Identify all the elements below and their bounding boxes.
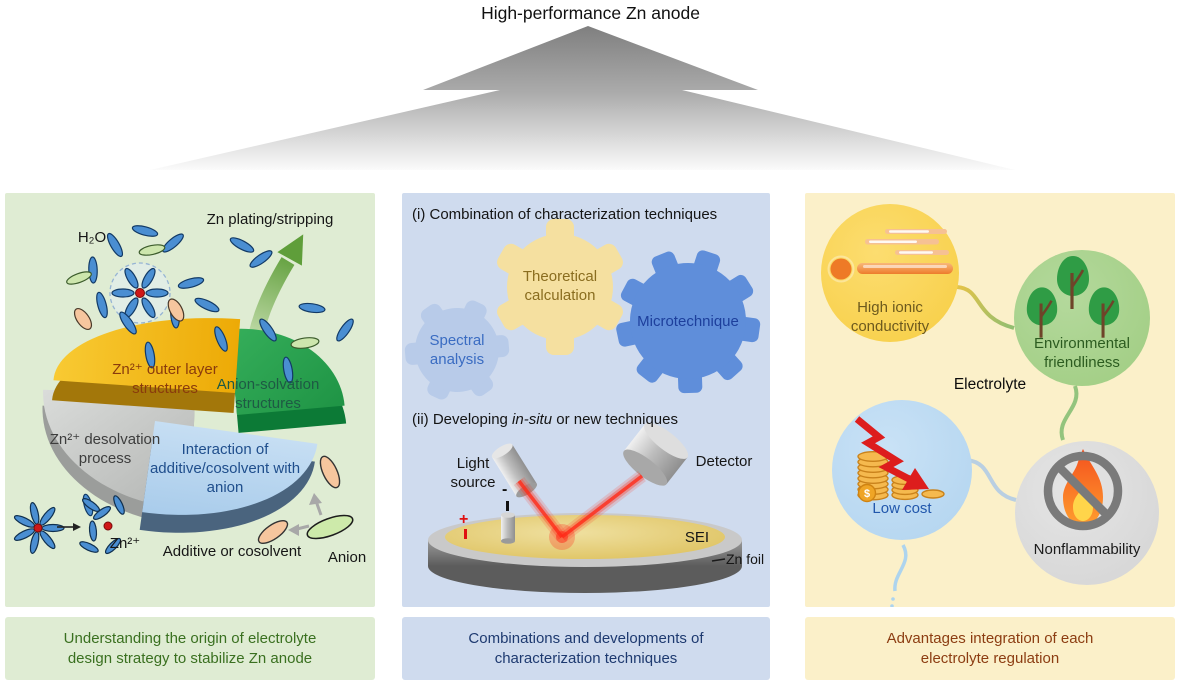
panel-characterization: (i) Combination of characterization tech… [402, 193, 770, 607]
cost-down-arrow-icon [854, 416, 929, 490]
electrolyte-design-graphic [13, 225, 354, 555]
caption-characterization: Combinations and developments of charact… [402, 617, 770, 680]
heading-developing: (ii) Developing in-situ or new technique… [412, 411, 762, 428]
plating-stripping-label: Zn plating/stripping [206, 211, 334, 228]
minus-terminal-label: - [502, 481, 508, 498]
wedge-outer-layer-label: Zn²⁺ outer layer structures [112, 361, 218, 397]
environmental-label: Environmental friendliness [1034, 335, 1130, 371]
gear-spectral-icon [404, 300, 510, 400]
wedge-anion-solvation-label: Anion-solvation structures [216, 376, 320, 412]
wedge-interaction-label: Interaction of additive/cosolvent with a… [149, 441, 301, 496]
caption-electrolyte-design: Understanding the origin of electrolyte … [5, 617, 375, 680]
advantages-graphic: $ [821, 204, 1159, 607]
zn-foil-label: Zn foil [726, 551, 765, 567]
zn-solvation-shell-icon [109, 262, 171, 324]
additive-cosolvent-label: Additive or cosolvent [162, 543, 302, 560]
heading-developing-insitu: in-situ [512, 411, 553, 428]
low-cost-label: Low cost [872, 500, 932, 517]
nonflammability-label: Nonflammability [1033, 541, 1141, 558]
desolvation-cluster-icon [13, 495, 125, 555]
detector-label: Detector [695, 453, 753, 470]
solvent-molecules [66, 225, 354, 517]
laser-beam-icon [513, 470, 646, 550]
detector-icon [623, 422, 689, 486]
panel-advantages: $ High ionic conductivit [805, 193, 1175, 607]
bubble-environmental [1014, 250, 1150, 386]
caption-advantages: Advantages integration of each electroly… [805, 617, 1175, 680]
no-flame-icon [1043, 449, 1123, 531]
wedge-desolvation-label: Zn²⁺ desolvation process [49, 431, 161, 467]
figure-title: High-performance Zn anode [481, 3, 700, 23]
anion-additive-icon [257, 455, 354, 545]
dollar-sign-label: $ [864, 488, 870, 500]
bubble-low-cost: $ [832, 400, 972, 540]
plus-terminal-label: + [459, 511, 469, 528]
bubble-connectors [890, 285, 1079, 607]
h2o-label: H₂O [77, 229, 107, 246]
bubble-nonflammability [1015, 441, 1159, 585]
high-ionic-label: High ionic conductivity [850, 299, 930, 335]
pie-wedge-outer-layer [52, 318, 241, 413]
heading-developing-suffix: or new techniques [552, 411, 678, 428]
pie-wedge-interaction [139, 421, 318, 533]
tree-icon [1026, 256, 1120, 338]
gear-microtechnique-icon [616, 250, 761, 394]
gear-theoretical-label: Theoretical calculation [522, 268, 598, 304]
panel-electrolyte-design: Zn plating/stripping H₂O Zn²⁺ outer laye… [5, 193, 375, 607]
heading-developing-prefix: (ii) Developing [412, 411, 513, 428]
bubble-high-ionic [821, 204, 959, 342]
sei-label: SEI [684, 529, 710, 546]
caption-electrolyte-design-text: Understanding the origin of electrolyte … [63, 630, 317, 667]
caption-advantages-text: Advantages integration of each electroly… [886, 630, 1094, 667]
gear-micro-label: Microtechnique [637, 313, 739, 330]
caption-characterization-text: Combinations and developments of charact… [468, 630, 704, 667]
heading-combination: (i) Combination of characterization tech… [412, 206, 718, 223]
light-source-label: Light source [450, 455, 496, 491]
zn-ion-label: Zn²⁺ [109, 535, 141, 552]
electrode-icon [464, 501, 515, 544]
ion-speed-icon [827, 229, 953, 283]
electrolyte-label: Electrolyte [953, 376, 1027, 393]
funnel-arrow-icon [150, 26, 1015, 170]
anion-label: Anion [327, 549, 367, 566]
characterization-graphic [404, 219, 761, 593]
gear-theoretical-icon [497, 219, 623, 355]
gear-spectral-label: Spectral analysis [429, 332, 485, 368]
